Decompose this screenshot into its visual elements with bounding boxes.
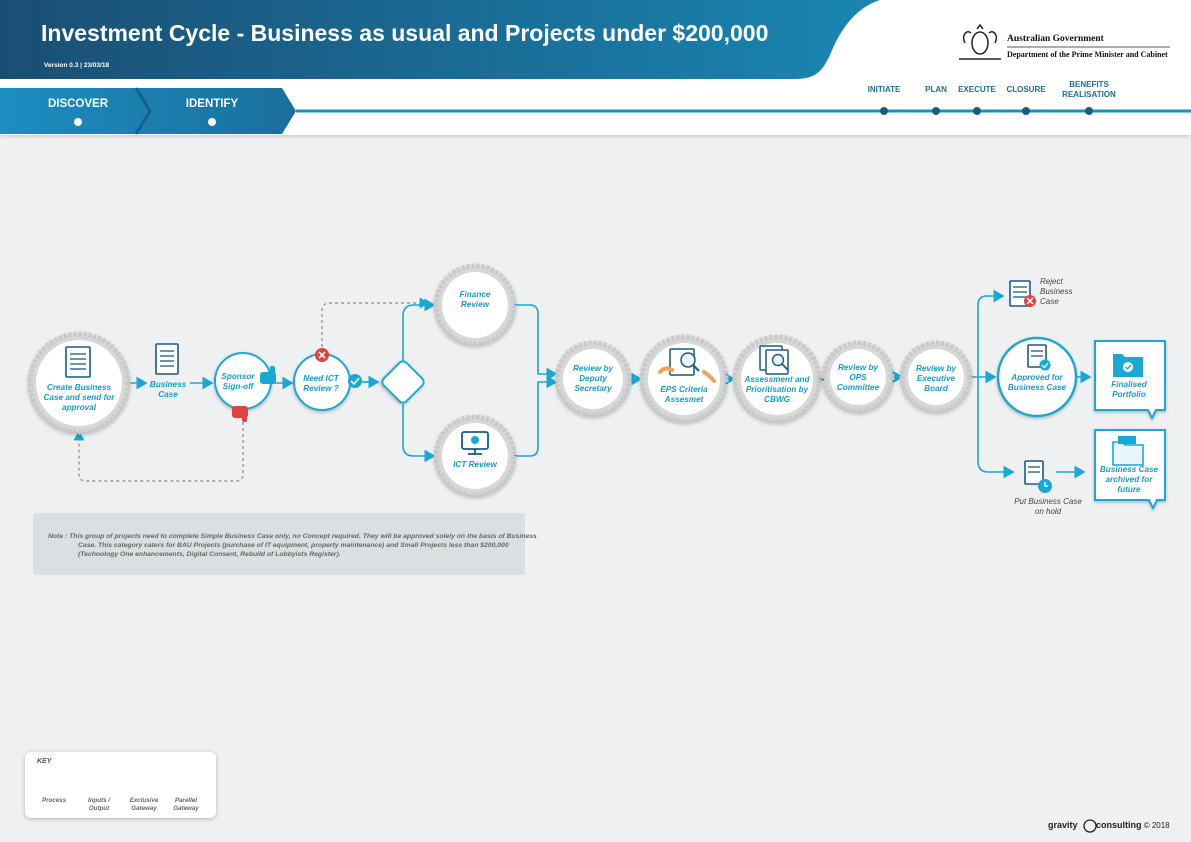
label-assessment-cbwg[interactable]: Assessment and Prioritisation by CBWG (744, 375, 810, 404)
gravity-logo-icon (1083, 819, 1097, 833)
phase-dot-initiate (880, 107, 888, 115)
phase-execute[interactable]: EXECUTE (958, 85, 996, 94)
label-approved[interactable]: Approved for Business Case (1007, 373, 1067, 392)
version-label: Version 0.3 | 23/03/18 (44, 62, 110, 69)
label-finance-review[interactable]: Finance Review (459, 290, 491, 309)
node-executive-board (899, 340, 973, 414)
portfolio-folder-icon (1113, 354, 1143, 377)
stage-divider (134, 87, 152, 135)
phase-initiate[interactable]: INITIATE (867, 85, 901, 94)
legend-process: Process (41, 797, 67, 804)
footer-credit: gravity consulting © 2018 (1048, 820, 1170, 830)
phase-dot-benefits (1085, 107, 1093, 115)
footer-year: © 2018 (1143, 821, 1170, 830)
label-archived: Business Case archived for future (1099, 465, 1159, 494)
label-finalised-portfolio: Finalised Portfolio (1111, 380, 1147, 399)
node-ops-committee (821, 340, 895, 414)
legend-parallel-gateway: Parellel Gateway (173, 797, 199, 812)
stage-dot-discover (74, 118, 82, 126)
legend-input-output: Inputs / Output (88, 797, 110, 812)
label-business-case: Business Case (149, 380, 187, 399)
label-ict-review[interactable]: ICT Review (453, 460, 497, 469)
assessment-docs-icon (759, 345, 789, 375)
label-sponsor-signoff[interactable]: Sponsor Sign-off (221, 372, 255, 391)
phase-closure[interactable]: CLOSURE (1006, 85, 1046, 94)
node-deputy-secretary (554, 340, 632, 418)
approve-check-icon (348, 374, 362, 388)
gov-name: Australian Government (1007, 34, 1104, 44)
reject-business-case-icon (1024, 295, 1036, 307)
criteria-magnifier-icon (658, 348, 716, 383)
phase-dot-execute (973, 107, 981, 115)
monitor-icon (461, 431, 489, 455)
page-title: Investment Cycle - Business as usual and… (41, 20, 769, 46)
phase-plan[interactable]: PLAN (925, 85, 947, 94)
stage-banner (0, 88, 296, 134)
node-approved (996, 336, 1078, 418)
stage-identify[interactable]: IDENTIFY (185, 98, 239, 110)
note-box (33, 513, 525, 575)
legend-title: KEY (37, 758, 52, 765)
label-eps-criteria[interactable]: EPS Criteria Assesmet (660, 385, 708, 404)
stage-dot-identify (208, 118, 216, 126)
phase-benefits-realisation[interactable]: BENEFITS REALISATION (1062, 80, 1116, 99)
node-create-business-case (27, 331, 131, 435)
label-put-on-hold: Put Business Case on hold (1014, 497, 1082, 516)
header-graphics (0, 0, 1191, 135)
coat-of-arms-icon (959, 23, 1001, 60)
legend-key (25, 752, 216, 818)
archive-folder-icon (1112, 436, 1144, 466)
node-finalised-portfolio (1094, 340, 1166, 421)
phase-dot-plan (932, 107, 940, 115)
label-reject-business-case: Reject Business Case (1040, 277, 1073, 306)
label-deputy-secretary[interactable]: Review by Deputy Secretary (572, 364, 614, 393)
label-need-ict-review[interactable]: Need ICT Review ? (303, 374, 339, 393)
thumbs-down-icon (232, 406, 248, 422)
department-name: Department of the Prime Minister and Cab… (1007, 50, 1168, 59)
footer-brand-consulting: consulting (1095, 820, 1142, 830)
footer-brand-gravity: gravity (1048, 820, 1078, 830)
legend-exclusive-gateway: Exclusive Gateway (129, 797, 159, 812)
label-executive-board[interactable]: Review by Executive Board (915, 364, 957, 393)
phase-dot-closure (1022, 107, 1030, 115)
node-ict-review (433, 414, 517, 498)
thumbs-up-icon (260, 366, 276, 384)
parallel-gateway (381, 360, 425, 404)
label-ops-committee[interactable]: Review by OPS Committee (836, 363, 880, 392)
approved-check-icon (1039, 359, 1051, 371)
node-finance-review (433, 263, 517, 347)
reject-icon (315, 348, 329, 362)
node-assessment-cbwg (732, 334, 822, 424)
hold-clock-icon (1038, 479, 1052, 493)
node-eps-criteria (639, 334, 729, 424)
title-banner (0, 0, 880, 79)
label-create-business-case: Create Business Case and send for approv… (43, 383, 115, 412)
stage-discover[interactable]: DISCOVER (47, 98, 109, 110)
note-text: Note : This group of projects need to co… (48, 533, 537, 558)
